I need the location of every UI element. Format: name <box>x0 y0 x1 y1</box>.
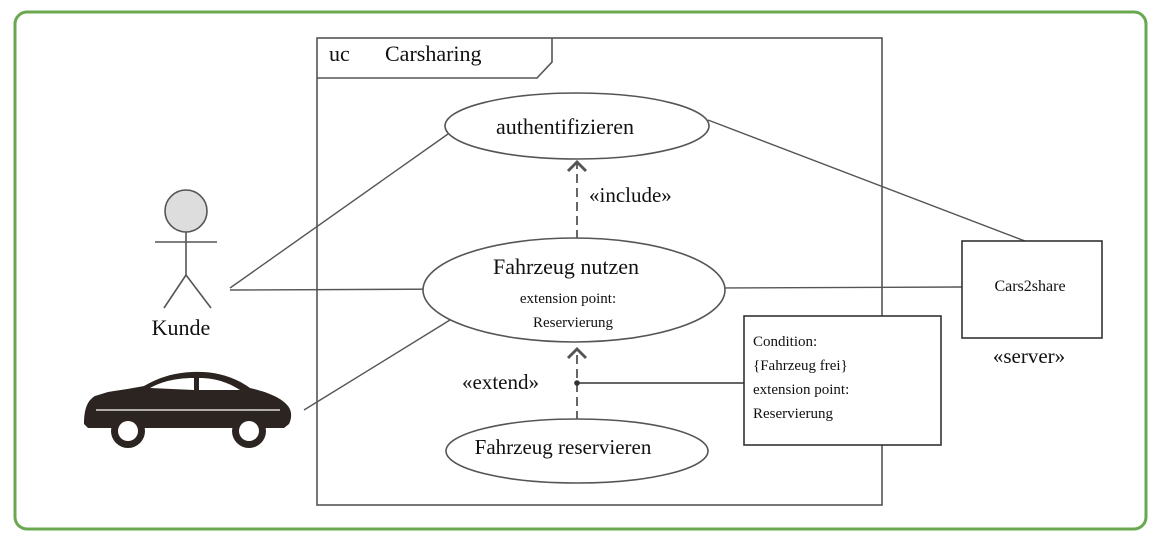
car-rear-hub <box>239 421 259 441</box>
usecase-fahrzeug-reservieren-label: Fahrzeug reservieren <box>475 435 652 459</box>
frame-title: Carsharing <box>385 41 482 66</box>
usecase-fahrzeug-nutzen-label: Fahrzeug nutzen <box>493 254 639 279</box>
usecase-authentifizieren[interactable] <box>444 92 710 160</box>
usecase-authentifizieren-label: authentifizieren <box>496 114 634 139</box>
actor-head-icon <box>164 189 208 233</box>
actor-left-leg <box>163 274 187 309</box>
actor-right-leg <box>185 274 212 309</box>
note-line-fahrzeug-frei: {Fahrzeug frei} <box>753 358 848 374</box>
note-line-condition: Condition: <box>753 334 817 350</box>
usecase-nutzen-ext-name: Reservierung <box>533 315 613 331</box>
actor-server-box[interactable] <box>961 240 1103 339</box>
frame-tab <box>317 38 553 79</box>
note-line-reservierung: Reservierung <box>753 406 833 422</box>
extend-label: «extend» <box>462 370 539 394</box>
car-window-front <box>150 378 194 390</box>
actor-server-name: Cars2share <box>994 278 1065 295</box>
assoc-authentifizieren-server <box>707 119 1026 242</box>
car-icon[interactable] <box>84 371 292 448</box>
include-label: «include» <box>589 183 672 207</box>
car-body <box>84 371 292 428</box>
assoc-car-nutzen <box>303 319 451 411</box>
assoc-kunde-authentifizieren <box>229 133 449 289</box>
car-front-hub <box>118 421 138 441</box>
condition-note <box>743 315 942 446</box>
actor-kunde-label: Kunde <box>152 315 211 340</box>
note-line-extension-point: extension point: <box>753 382 849 398</box>
car-window-rear <box>199 378 240 390</box>
frame-kind: uc <box>329 41 350 66</box>
actor-kunde[interactable] <box>155 189 217 309</box>
actor-server-stereotype: «server» <box>993 344 1065 368</box>
usecase-fahrzeug-nutzen[interactable] <box>422 237 726 343</box>
usecase-fahrzeug-reservieren[interactable] <box>445 418 709 484</box>
usecase-nutzen-ext-label: extension point: <box>520 291 616 307</box>
system-frame <box>316 37 883 506</box>
